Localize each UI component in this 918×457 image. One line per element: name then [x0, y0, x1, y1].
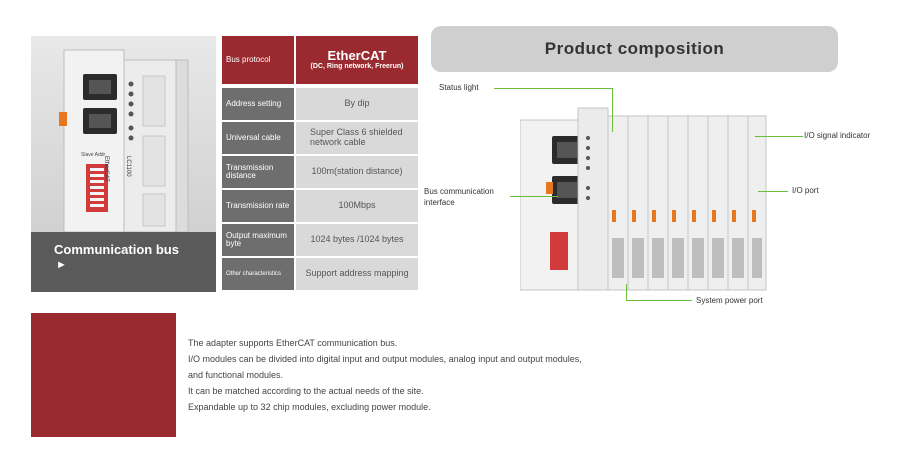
description-line-2: I/O modules can be divided into digital …	[188, 354, 582, 364]
spec-value-output-bytes: 1024 bytes /1024 bytes	[296, 224, 418, 256]
spec-value-cable: Super Class 6 shielded network cable	[296, 122, 418, 154]
status-light-line-drop	[612, 88, 613, 132]
spec-value-address: By dip	[296, 88, 418, 120]
bus-interface-line	[510, 196, 558, 197]
io-port-line	[758, 191, 788, 192]
callout-power-port: System power port	[696, 296, 763, 305]
spec-label-distance: Transmission distance	[222, 156, 294, 188]
product-photo-panel: Slave Addr EtherCAT LC1100 Communication…	[31, 36, 216, 292]
slave-addr-label: Slave Addr	[81, 152, 106, 158]
spec-value-rate: 100Mbps	[296, 190, 418, 222]
play-arrow-icon[interactable]: ►	[56, 259, 67, 271]
brand-label: EtherCAT	[103, 156, 109, 182]
spec-value-bus-protocol: EtherCAT (DC, Ring network, Freerun)	[296, 36, 418, 84]
spec-value-other: Support address mapping	[296, 258, 418, 290]
model-label: LC1100	[125, 156, 131, 177]
description-line-4: It can be matched according to the actua…	[188, 386, 424, 396]
spec-label-bus-protocol: Bus protocol	[222, 36, 294, 84]
spec-label-rate: Transmission rate	[222, 190, 294, 222]
accent-block	[31, 313, 176, 437]
adapter-photo	[59, 49, 189, 233]
bus-protocol-modes: (DC, Ring network, Freerun)	[310, 63, 404, 71]
product-composition-header: Product composition	[431, 26, 838, 72]
callout-bus-interface-1: Bus communication	[424, 187, 494, 196]
bus-protocol-name: EtherCAT	[327, 48, 387, 63]
power-port-line-drop	[626, 284, 627, 300]
description-line-3: and functional modules.	[188, 370, 284, 380]
spec-label-other: Other characteristics	[222, 258, 294, 290]
communication-bus-title: Communication bus	[54, 242, 179, 257]
callout-io-signal: I/O signal indicator	[804, 131, 871, 140]
callout-status-light: Status light	[439, 83, 479, 92]
callout-bus-interface-2: interface	[424, 198, 455, 207]
communication-bus-bar[interactable]	[31, 232, 216, 292]
status-light-line	[494, 88, 612, 89]
spec-label-address: Address setting	[222, 88, 294, 120]
callout-io-port: I/O port	[792, 186, 819, 195]
spec-label-cable: Universal cable	[222, 122, 294, 154]
composition-photo	[520, 107, 767, 291]
description-line-5: Expandable up to 32 chip modules, exclud…	[188, 402, 431, 412]
description-line-1: The adapter supports EtherCAT communicat…	[188, 338, 398, 348]
spec-label-output-bytes: Output maximum byte	[222, 224, 294, 256]
power-port-line	[626, 300, 692, 301]
io-signal-line	[755, 136, 803, 137]
spec-value-distance: 100m(station distance)	[296, 156, 418, 188]
product-composition-title: Product composition	[544, 39, 725, 58]
